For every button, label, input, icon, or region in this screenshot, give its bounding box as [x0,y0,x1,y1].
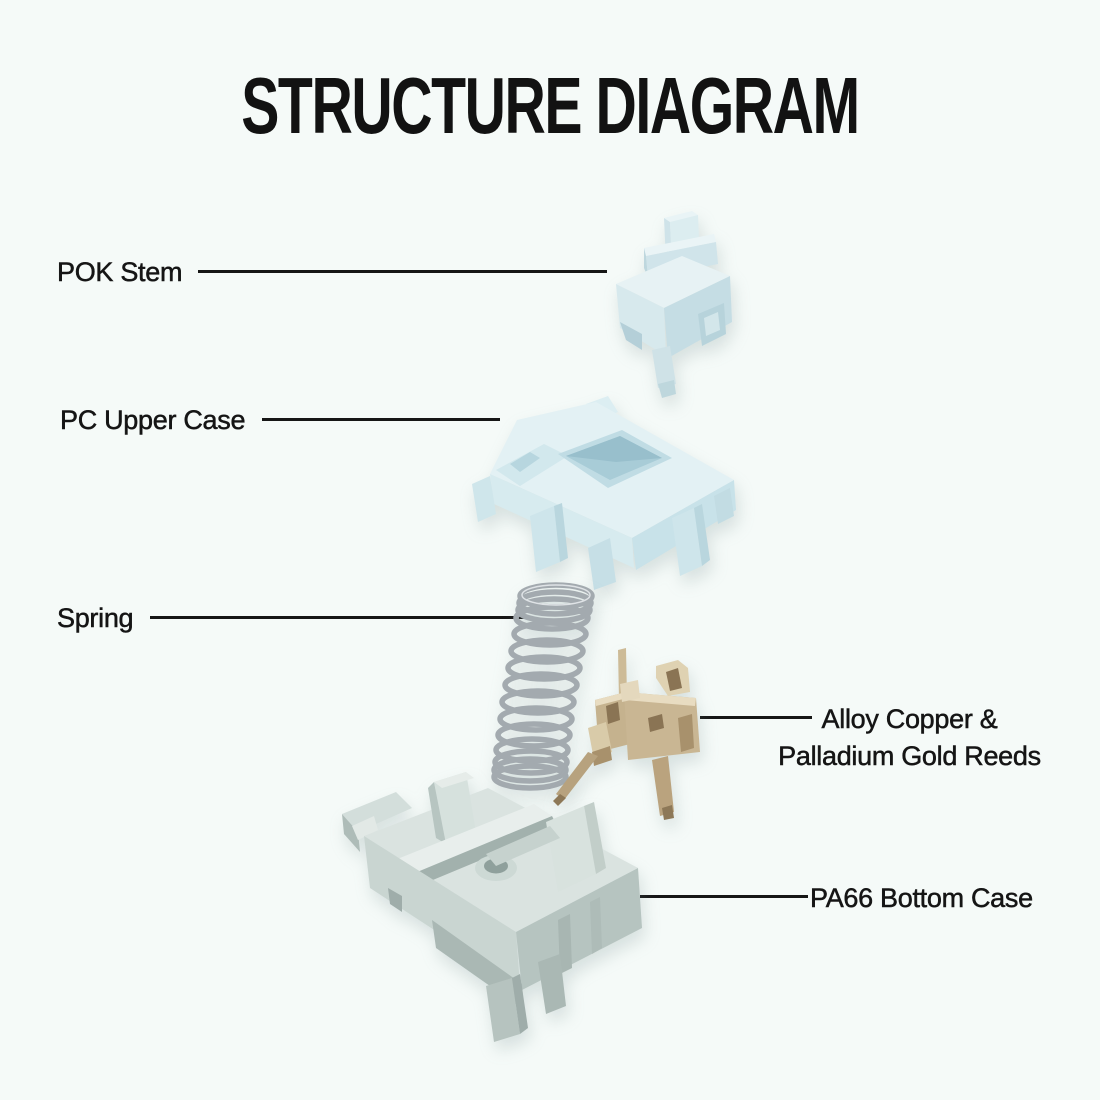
pok-stem-leader-line [198,270,607,273]
label-reeds-line2: Palladium Gold Reeds [778,741,1041,772]
pa66-bottom-case-leader-line [640,895,808,898]
reeds-leader-line [700,716,812,719]
label-reeds-line1: Alloy Copper & [821,704,998,735]
spring-coils [491,582,595,791]
alloy-copper-palladium-gold-reeds-illustration [553,648,700,820]
stem-pole [652,346,676,398]
reed-left [553,648,630,806]
spring-top-highlight [521,584,591,606]
reed-right [620,660,700,820]
stem-body [616,256,732,358]
upper-case-stem-opening [558,430,672,488]
label-alloy-copper-palladium-gold-reeds: Alloy Copper & Palladium Gold Reeds [762,701,1057,775]
bottom-case-left-arm [342,792,412,852]
pok-stem-illustration [616,211,732,398]
label-pc-upper-case: PC Upper Case [60,405,246,436]
label-spring: Spring [57,603,134,634]
pc-upper-case-leader-line [262,418,500,421]
pc-upper-case-illustration [472,396,736,590]
spring-illustration [491,582,595,791]
upper-case-legs [472,476,734,590]
pa66-bottom-case-illustration [342,772,642,1042]
label-pa66-bottom-case: PA66 Bottom Case [810,883,1034,914]
spring-leader-line [150,616,531,619]
bottom-case-body [364,772,638,932]
bottom-case-legs [486,954,566,1042]
page-title: STRUCTURE DIAGRAM [241,61,860,150]
label-pok-stem: POK Stem [57,257,183,288]
